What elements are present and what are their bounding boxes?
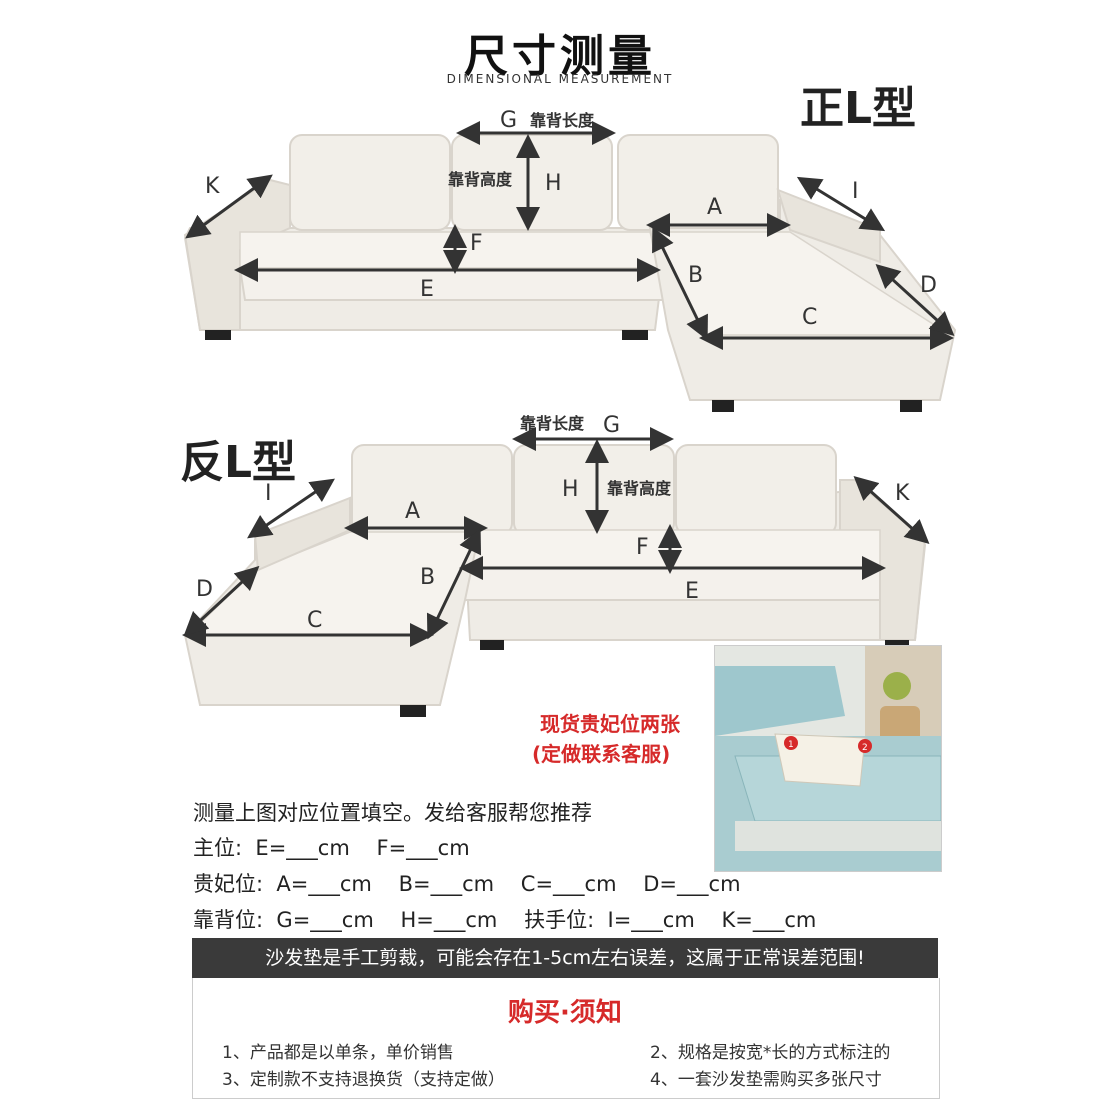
bottom-label-k: K [895,481,910,506]
product-photo: 1 2 [714,645,942,872]
bottom-label-h: H [562,477,579,502]
bottom-label-d: D [196,577,213,602]
top-label-i: I [852,179,859,204]
sofa-top [183,134,957,412]
top-label-g-cn: 靠背长度 [530,111,595,130]
page-title: 尺寸测量 [464,31,656,82]
top-label-e: E [420,277,434,302]
error-banner: 沙发垫是手工剪裁，可能会存在1-5cm左右误差，这属于正常误差范围! [192,938,938,978]
bottom-label-i: I [265,481,272,506]
notice-item-2: 2、规格是按宽*长的方式标注的 [650,1043,891,1063]
bottom-label-f: F [636,535,649,560]
top-label-g: G [500,108,517,133]
top-label-b: B [688,263,703,288]
bottom-label-e: E [685,579,699,604]
page-subtitle: DIMENSIONAL MEASUREMENT [446,72,674,86]
form-main-seat: 主位: E=___cm F=___cm [193,836,470,860]
bottom-label-g-cn: 靠背长度 [520,414,585,433]
top-label-h: H [545,171,562,196]
notice-box [192,978,940,1099]
photo-badge-2: 2 [862,743,868,753]
form-back-arm: 靠背位: G=___cm H=___cm 扶手位: I=___cm K=___c… [193,908,817,932]
bottom-label-g: G [603,413,620,438]
form-intro: 测量上图对应位置填空。发给客服帮您推荐 [193,801,592,825]
promo-line-2: (定做联系客服) [532,742,671,766]
notice-item-1: 1、产品都是以单条，单价销售 [222,1043,454,1063]
promo-line-1: 现货贵妃位两张 [540,712,680,736]
notice-item-3: 3、定制款不支持退换货（支持定做） [222,1070,505,1090]
top-label-f: F [470,231,483,256]
top-label-a: A [707,195,722,220]
type-label-standard-l: 正L型 [800,83,917,134]
top-label-k: K [205,174,220,199]
bottom-label-a: A [405,499,420,524]
notice-title: 购买·须知 [508,998,622,1028]
top-label-h-cn: 靠背高度 [448,170,513,189]
photo-badge-1: 1 [788,740,794,750]
top-label-c: C [802,305,817,330]
form-chaise: 贵妃位: A=___cm B=___cm C=___cm D=___cm [193,872,741,896]
notice-item-4: 4、一套沙发垫需购买多张尺寸 [650,1070,882,1090]
top-label-d: D [920,273,937,298]
sofa-diagrams: G 靠背长度 靠背高度 H F E K A I B C D [182,108,957,717]
bottom-label-h-cn: 靠背高度 [607,479,672,498]
bottom-label-b: B [420,565,435,590]
bottom-label-c: C [307,608,322,633]
